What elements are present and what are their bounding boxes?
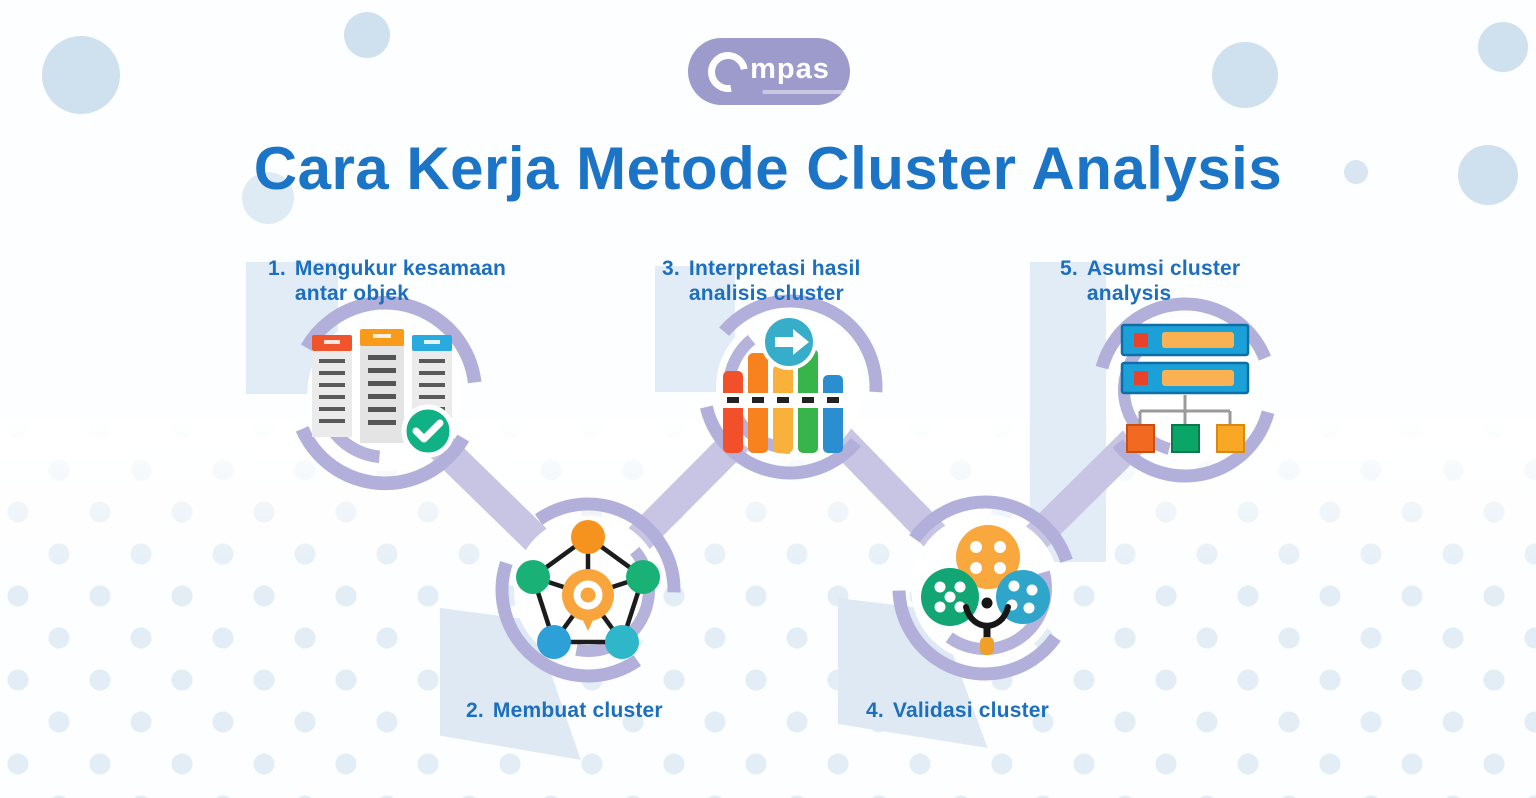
comparison-tables-check-icon xyxy=(280,288,490,498)
step-2-node xyxy=(488,490,688,690)
step-1-label: 1. Mengukur kesamaan antar objek xyxy=(268,256,506,306)
corner-bubble xyxy=(1458,145,1518,205)
step-1-text: Mengukur kesamaan antar objek xyxy=(294,257,507,306)
step-4-node xyxy=(885,488,1085,688)
step-2-number: 2. xyxy=(466,699,484,722)
step-2-label: 2. Membuat cluster xyxy=(466,698,663,723)
step-3-text: Interpretasi hasil analisis cluster xyxy=(688,257,861,306)
step-3-node xyxy=(690,287,890,487)
step-5-text: Asumsi cluster analysis xyxy=(1086,257,1241,306)
step-3-number: 3. xyxy=(662,257,680,280)
logo-wordmark: mpas xyxy=(750,53,830,85)
step-1-number: 1. xyxy=(268,257,286,280)
logo-badge: mpas xyxy=(688,38,850,105)
bar-chart-arrow-icon xyxy=(690,287,890,487)
step-4-text: Validasi cluster xyxy=(892,699,1050,722)
cluster-magnifier-icon xyxy=(885,488,1085,688)
corner-bubble xyxy=(1344,160,1368,184)
server-hierarchy-icon xyxy=(1085,290,1285,490)
corner-bubble xyxy=(242,172,294,224)
corner-bubble xyxy=(344,12,390,58)
logo-c-icon xyxy=(700,43,756,100)
step-4-label: 4. Validasi cluster xyxy=(866,698,1049,723)
pentagon-network-icon xyxy=(488,490,688,690)
corner-bubble xyxy=(1478,22,1528,72)
step-4-number: 4. xyxy=(866,699,884,722)
step-5-label: 5. Asumsi cluster analysis xyxy=(1060,256,1240,306)
step-2-text: Membuat cluster xyxy=(492,699,663,722)
logo-tagline-bar xyxy=(762,90,847,94)
page-title: Cara Kerja Metode Cluster Analysis xyxy=(253,135,1283,202)
step-5-node xyxy=(1085,290,1285,490)
step-1-node xyxy=(280,288,490,498)
step-3-label: 3. Interpretasi hasil analisis cluster xyxy=(662,256,861,306)
step-5-number: 5. xyxy=(1060,257,1078,280)
corner-bubble xyxy=(1212,42,1278,108)
corner-bubble xyxy=(42,36,120,114)
